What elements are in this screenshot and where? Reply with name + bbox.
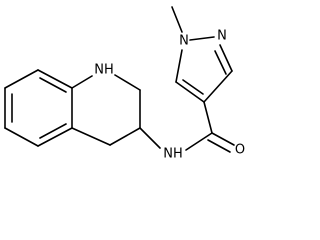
bond-c5-n1 [175,49,183,83]
bond-carbonyl-o-b [207,139,231,153]
bond-benzene-inner-3 [39,123,67,139]
bond-benzene-inner-1 [39,77,67,93]
bond-c3-c4 [109,127,141,146]
bond-n2-c3-inner [214,50,227,75]
atom-nh-ring: NH [94,63,114,78]
bond-c4-c4a [71,127,111,146]
atom-o-carbonyl: O [235,143,245,158]
bond-c3-c4 [203,70,233,103]
bond-c8a-c8 [37,69,73,89]
bond-c4-c5-inner [182,79,204,95]
bond-c6-c5 [4,127,39,147]
bond-n2-c3 [219,44,233,72]
molecule-drawing: N N O NH NH [4,6,245,162]
bond-nh-c3ring [139,127,161,149]
bond-methyl-n1 [171,6,183,33]
bond-carbonyl-o-a [211,132,235,146]
atom-n-methyl: N [179,34,189,49]
bond-carbonyl-nh [185,132,213,151]
bond-n1-n2 [189,36,215,41]
bond-c4-carbonyl [203,101,213,134]
bond-n1-c8a [71,75,93,89]
atom-n-pyrazole: N [217,29,227,44]
bond-c2-n1 [114,74,141,91]
bond-c4-c5 [175,81,205,103]
bond-c5-c4a [37,127,73,147]
structure-canvas: N N O NH NH [4,6,245,162]
atom-nh-amide: NH [163,147,183,162]
bond-c8-c7 [4,69,39,89]
